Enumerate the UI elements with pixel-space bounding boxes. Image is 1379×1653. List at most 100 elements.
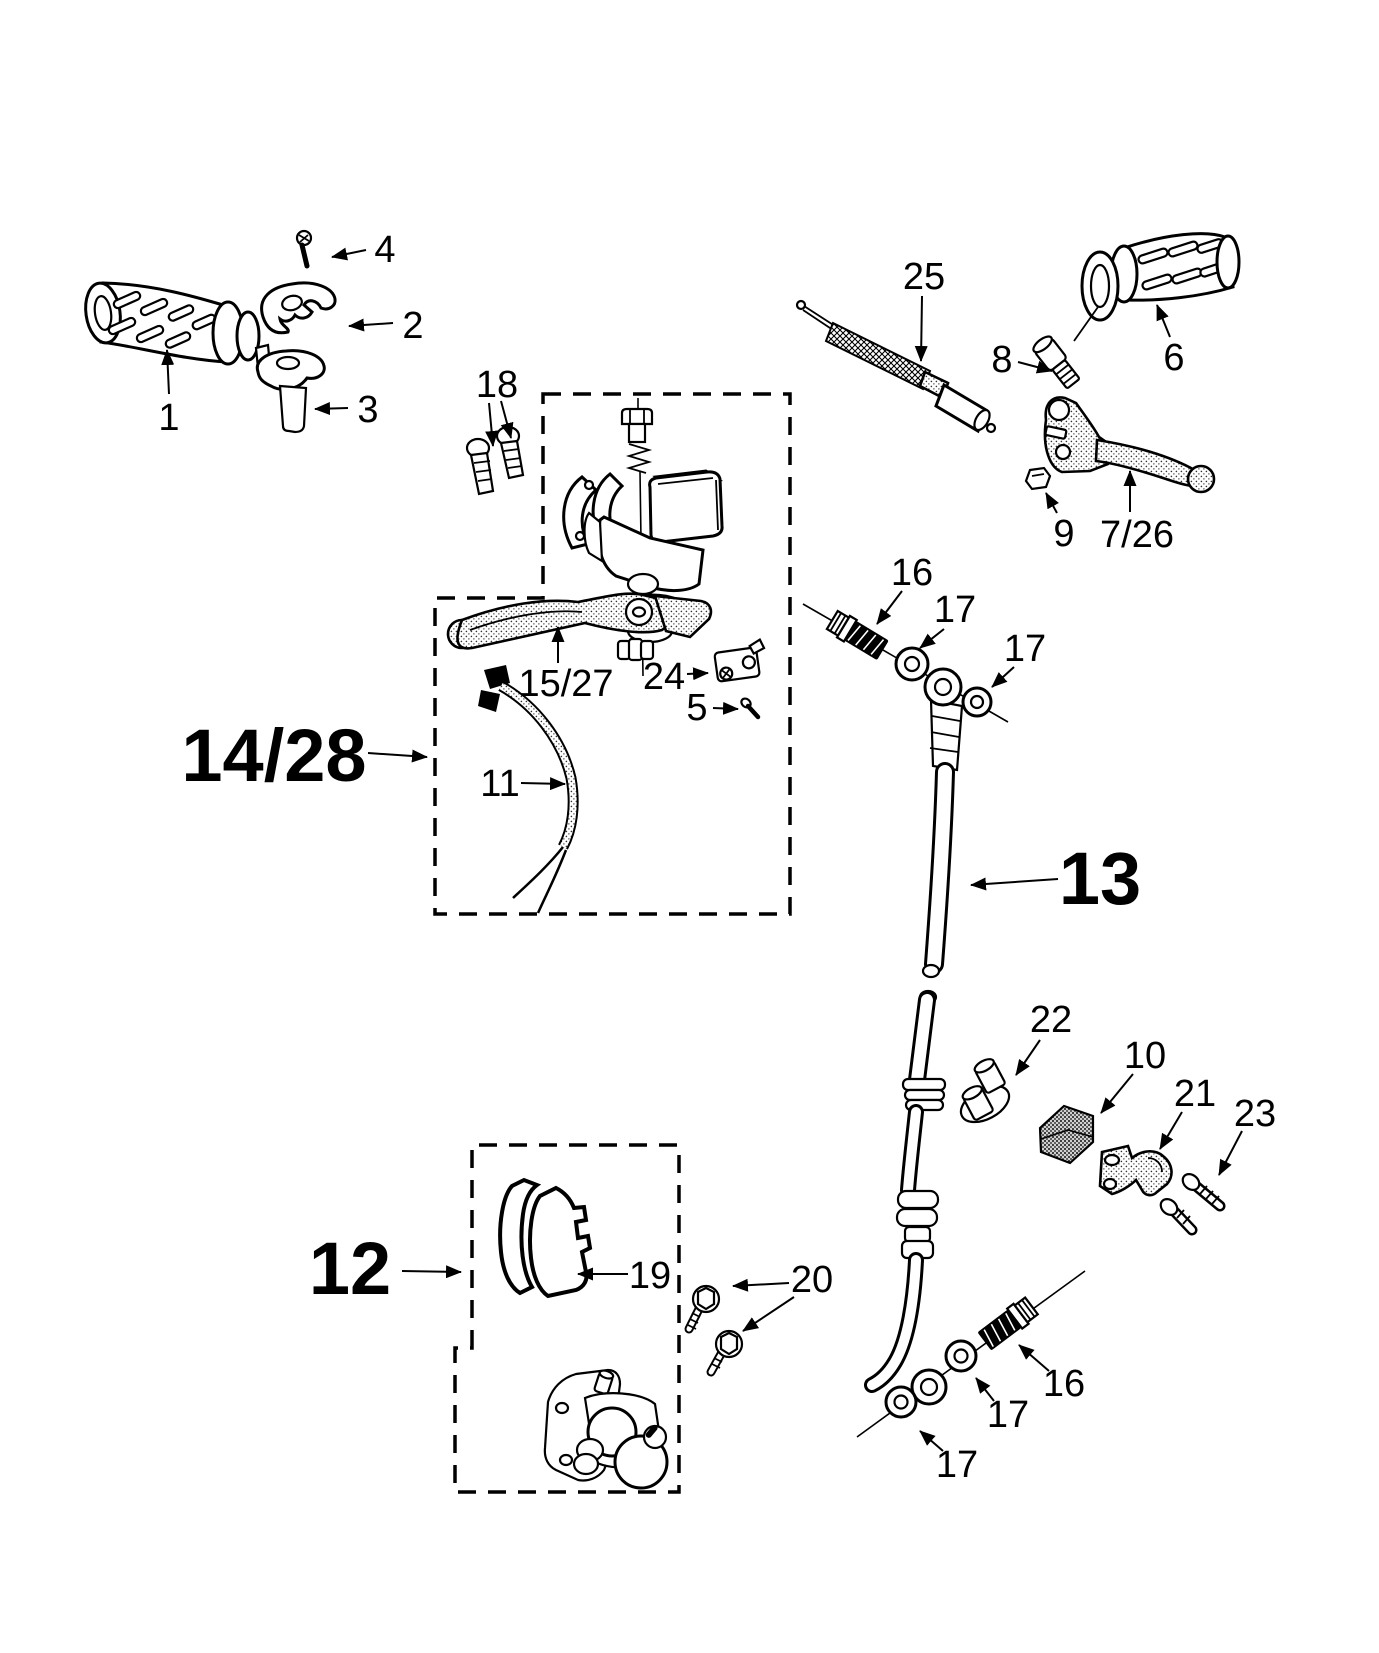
callout-17-lower-b: 17: [936, 1444, 978, 1486]
callout-11: 11: [480, 763, 519, 805]
caliper-kit-box: [453, 1143, 681, 1494]
sealing-washer-lower-a: [944, 1339, 978, 1373]
callout-4: 4: [374, 229, 395, 271]
callout-21: 21: [1174, 1073, 1216, 1115]
pivot-bolt: [620, 407, 654, 474]
callout-6: 6: [1163, 337, 1184, 379]
callout-5: 5: [686, 687, 707, 729]
callout-24: 24: [643, 656, 685, 698]
caliper-bolts: [684, 1284, 744, 1377]
leader-9: [1045, 492, 1059, 514]
cable-nipple: [795, 299, 807, 311]
leader-23: [1218, 1130, 1243, 1176]
brake-lever: [446, 592, 713, 650]
callout-8: 8: [991, 339, 1012, 381]
sealing-washer-lower-b: [884, 1385, 918, 1419]
sealing-washer-upper-b: [961, 686, 993, 718]
callout-9: 9: [1053, 513, 1074, 555]
leader-20-b: [742, 1296, 795, 1332]
grip-right-endcap: [1215, 234, 1241, 290]
brake-pad-front: [528, 1185, 593, 1299]
grip-left-slots: [107, 290, 217, 349]
leader-16-lower: [1018, 1344, 1050, 1372]
housing-screw: [295, 229, 313, 269]
leader-10: [1100, 1073, 1134, 1114]
grip-right-bore: [1089, 263, 1111, 309]
callout-1: 1: [158, 397, 179, 439]
leader-25: [914, 295, 928, 362]
grip-left-ring: [235, 310, 261, 362]
caliper-bleed-nipple: [593, 1369, 615, 1396]
leader-5: [712, 701, 739, 715]
callout-labels: 1 2 3 4 5 6 7/26 8 9 10 11 12 13 14/28 1…: [158, 229, 1276, 1486]
leader-1: [161, 349, 175, 395]
callout-12: 12: [309, 1227, 391, 1310]
leader-24: [686, 667, 709, 681]
callout-17-upper-b: 17: [1004, 628, 1046, 670]
pivot-nut: [616, 637, 655, 662]
output-port: [626, 572, 660, 596]
leader-22: [1015, 1039, 1041, 1076]
leader-2: [348, 318, 394, 332]
hose-bracket: [1098, 1144, 1173, 1197]
leader-13: [970, 877, 1059, 891]
callout-7-26: 7/26: [1100, 514, 1174, 556]
brake-light-switch: [713, 638, 766, 683]
handlebar-clamp-hole: [275, 355, 301, 371]
bracket-screws: [1159, 1173, 1226, 1236]
wire-lead-a: [512, 846, 564, 899]
leader-21: [1159, 1111, 1183, 1150]
leader-17-upper-b: [991, 666, 1015, 688]
callout-17-lower-a: 17: [987, 1394, 1029, 1436]
leader-18-b: [500, 400, 514, 439]
callout-leaders: [161, 247, 1243, 1452]
lever-pin-screw: [740, 697, 761, 720]
wiring-connector-b: [478, 690, 500, 712]
brake-pad-back: [498, 1177, 542, 1296]
leader-20-a: [732, 1278, 790, 1292]
lever-assembly-right: [1043, 396, 1216, 494]
callout-22: 22: [1030, 999, 1072, 1041]
brake-caliper: [543, 1368, 669, 1490]
rubber-damper: [1038, 1104, 1095, 1165]
sealing-washer-upper-a: [894, 646, 930, 682]
callout-17-upper-a: 17: [934, 589, 976, 631]
leader-16-upper: [876, 590, 903, 625]
callout-16-lower: 16: [1043, 1363, 1085, 1405]
leader-17-lower-a: [975, 1377, 995, 1402]
banjo-bolt-lower: [978, 1296, 1040, 1350]
lever-nut: [1024, 466, 1052, 491]
callout-14-28: 14/28: [181, 714, 366, 797]
wire-lead-b: [536, 849, 568, 914]
leader-3: [314, 402, 349, 416]
grip-left-bore: [93, 295, 113, 331]
throttle-housing: [260, 281, 337, 335]
callout-15-27: 15/27: [518, 663, 613, 705]
callout-23: 23: [1234, 1093, 1276, 1135]
hose-clamp: [959, 1058, 1011, 1124]
leader-6: [1156, 304, 1171, 338]
leader-17-upper-a: [919, 628, 945, 649]
leader-17-lower-b: [919, 1430, 944, 1452]
leader-8: [1017, 360, 1053, 374]
brake-lever-tab: [653, 594, 713, 639]
handlebar-clamp: [255, 349, 326, 434]
callout-25: 25: [903, 256, 945, 298]
callout-10: 10: [1124, 1035, 1166, 1077]
banjo-bolt-upper: [825, 609, 889, 660]
callout-19: 19: [629, 1255, 671, 1297]
callout-13: 13: [1059, 837, 1141, 920]
switch-wiring: [478, 665, 579, 914]
lever-ball-end: [1186, 464, 1216, 494]
throttle-cable: [795, 299, 997, 434]
leader-14-28: [367, 749, 428, 763]
leader-4: [331, 247, 367, 261]
brake-pads: [498, 1177, 593, 1299]
leader-12: [401, 1265, 462, 1279]
handlebar-clamp-body: [255, 349, 326, 391]
throttle-housing-boss: [281, 294, 303, 312]
master-cylinder-kit-box: [433, 392, 792, 916]
handlebar-clamp-stem: [278, 384, 308, 434]
